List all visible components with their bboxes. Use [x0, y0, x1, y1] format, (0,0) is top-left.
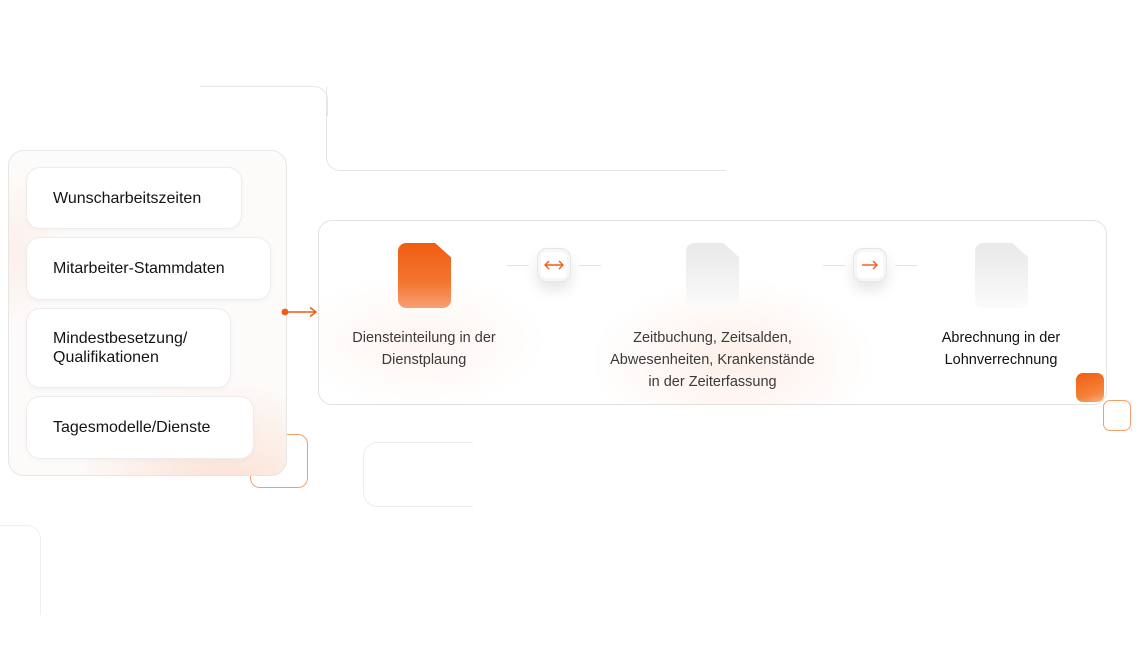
connector-line: [895, 265, 917, 266]
source-item-label: Tagesmodelle/Dienste: [53, 419, 211, 436]
source-item-label: Wunscharbeitszeiten: [53, 189, 202, 207]
step-label-line: Zeitbuchung, Zeitsalden,: [633, 330, 792, 346]
step-label-line: Diensteinteilung in der: [352, 330, 496, 346]
lohnverrechnung-document-icon: [975, 243, 1028, 308]
step-label-dienstplanung: Diensteinteilung in der Dienstplaung: [333, 327, 515, 371]
panel-to-flow-arrow-icon: [281, 306, 317, 318]
source-data-panel: Wunscharbeitszeiten Mitarbeiter-Stammdat…: [8, 150, 287, 476]
source-item-label-line2: Qualifikationen: [53, 349, 159, 366]
step-label-lohnverrechnung: Abrechnung in der Lohnverrechnung: [913, 327, 1089, 371]
decorative-frame-middle: [363, 442, 473, 507]
decorative-frame-top: [326, 86, 726, 171]
step-label-line: Abwesenheiten, Krankenstände: [610, 352, 815, 368]
source-item-label: Mindestbesetzung/ Qualifikationen: [53, 329, 187, 367]
process-flow-panel: Diensteinteilung in der Dienstplaung Zei…: [318, 220, 1107, 405]
step-label-line: in der Zeiterfassung: [648, 374, 777, 390]
source-item-tagesmodelle: Tagesmodelle/Dienste: [26, 396, 254, 459]
source-item-mitarbeiter-stammdaten: Mitarbeiter-Stammdaten: [26, 237, 271, 300]
decorative-orange-frame-right: [1103, 400, 1131, 431]
connector-line: [823, 265, 845, 266]
bidirectional-arrow-icon: [537, 248, 571, 282]
step-label-line: Dienstplaung: [381, 352, 467, 368]
decorative-frame-top-cap: [200, 86, 328, 116]
dienstplanung-document-icon: [398, 243, 451, 308]
step-label-line: Abrechnung in der: [941, 330, 1061, 346]
decorative-frame-bottom-left: [0, 525, 41, 615]
step-label-zeiterfassung: Zeitbuchung, Zeitsalden, Abwesenheiten, …: [585, 327, 840, 393]
source-item-label-line1: Mindestbesetzung/: [53, 330, 188, 347]
connector-line: [579, 265, 601, 266]
connector-line: [507, 265, 529, 266]
zeiterfassung-document-icon: [686, 243, 739, 308]
right-arrow-icon: [853, 248, 887, 282]
source-item-label: Mitarbeiter-Stammdaten: [53, 260, 225, 277]
step-label-line: Lohnverrechnung: [944, 352, 1058, 368]
source-item-mindestbesetzung: Mindestbesetzung/ Qualifikationen: [26, 308, 231, 388]
source-item-wunscharbeitszeiten: Wunscharbeitszeiten: [26, 167, 242, 229]
